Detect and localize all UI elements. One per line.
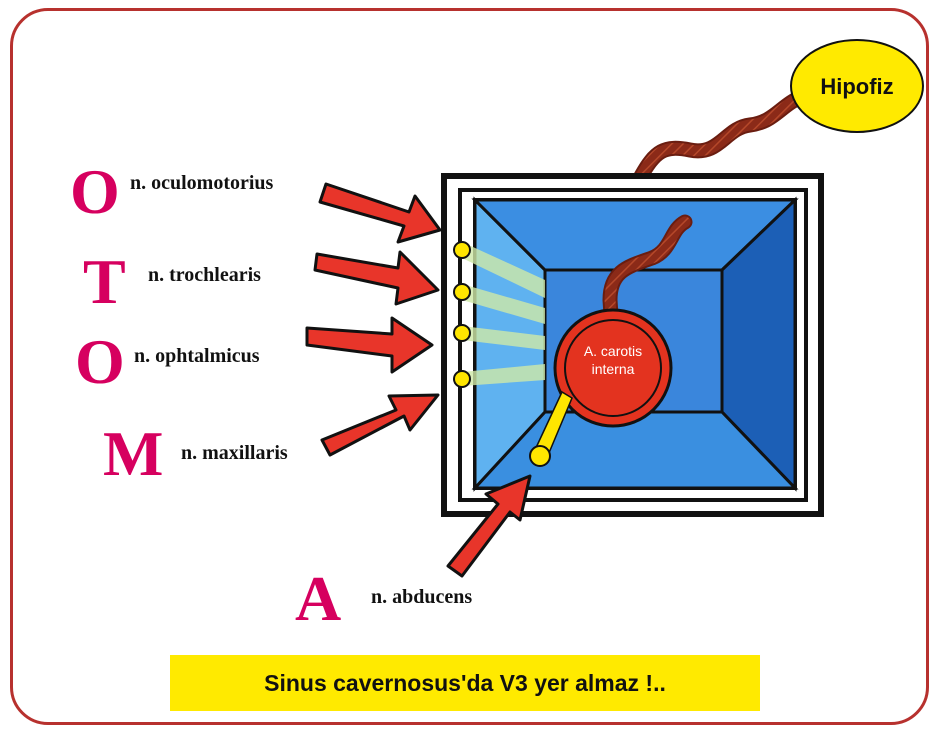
arrow-maxillaris — [320, 393, 440, 457]
label-ophtalmicus: n. ophtalmicus — [134, 345, 260, 367]
nerve-arrows — [305, 182, 532, 578]
letter-o-ophtalmicus: O — [75, 326, 125, 397]
arrow-ophtalmicus — [305, 316, 434, 374]
arrow-trochlearis — [313, 250, 440, 306]
label-abducens: n. abducens — [371, 586, 473, 608]
label-maxillaris: n. maxillaris — [181, 442, 288, 464]
arrow-oculomotorius — [318, 182, 442, 244]
letter-t-trochlearis: T — [83, 246, 126, 317]
nerve-dots — [453, 241, 471, 388]
abducens-dot — [529, 445, 551, 467]
carotis-artery-circle — [553, 308, 673, 428]
letter-m-maxillaris: M — [103, 418, 164, 489]
hipofiz-label: Hipofiz — [820, 74, 894, 99]
nerve-fibers — [462, 242, 545, 386]
note-banner: Sinus cavernosus'da V3 yer almaz !.. — [170, 655, 760, 711]
letter-a-abducens: A — [295, 563, 342, 634]
letter-o-oculomotorius: O — [70, 156, 120, 227]
hipofiz-ellipse — [790, 39, 924, 133]
carotis-label: A. carotis interna — [583, 343, 643, 377]
arrow-abducens — [446, 474, 532, 578]
diagram-frame — [10, 8, 929, 725]
label-trochlearis: n. trochlearis — [148, 264, 261, 286]
label-oculomotorius: n. oculomotorius — [130, 172, 274, 194]
